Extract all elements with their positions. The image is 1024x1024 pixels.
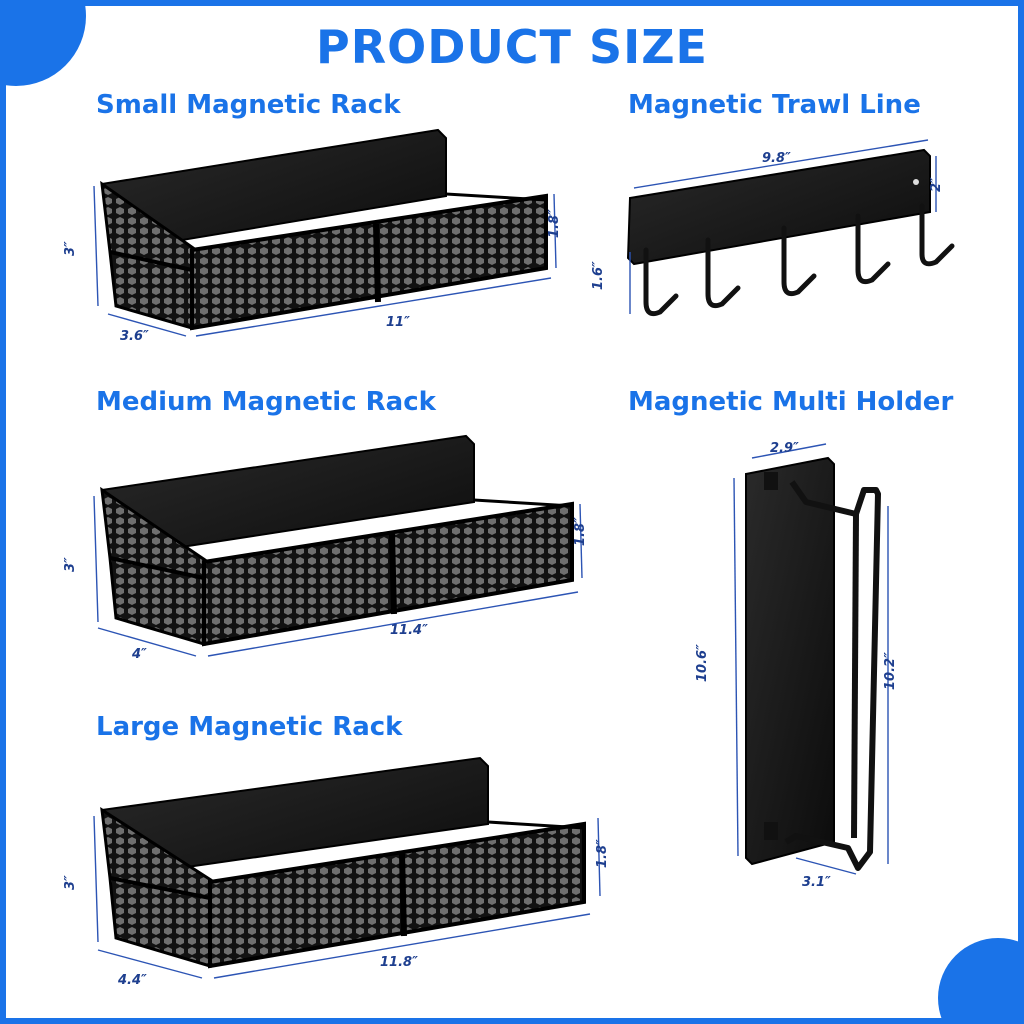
page-title: PRODUCT SIZE [316,20,708,74]
trawl-line-height-dimension: 2″ [929,177,944,192]
small-rack-label: Small Magnetic Rack [96,90,401,120]
small-rack-dimensions: 3″ 3.6″ 11″ 1.8″ [63,185,562,344]
trawl-line-width-dimension: 9.8″ [762,151,791,166]
medium-rack-width-dimension: 11.4″ [390,623,428,638]
trawl-line-image [626,148,955,317]
small-rack-depth-dimension: 3.6″ [120,329,149,344]
multi-holder-label: Magnetic Multi Holder [628,387,954,417]
large-rack-rail-dimension: 1.8″ [595,839,610,868]
medium-rack-depth-dimension: 4″ [131,647,147,662]
medium-rack-rail-dimension: 1.8″ [573,517,588,546]
multi-holder-height-dimension: 10.6″ [695,644,710,682]
medium-rack-height-dimension: 3″ [63,557,78,572]
trawl-line-dimensions: 9.8″ 2″ 1.6″ [591,139,944,314]
multi-holder-image [745,456,881,871]
small-rack-width-dimension: 11″ [386,315,410,330]
multi-holder-bottom-width-dimension: 3.1″ [802,875,831,890]
trawl-line-label: Magnetic Trawl Line [628,90,921,120]
medium-rack-image [100,434,574,647]
small-rack-image [100,128,548,331]
multi-holder-bar-dimension: 10.2″ [883,652,898,690]
product-illustrations: 3″ 3.6″ 11″ 1.8″ 3″ 4″ 11.4″ 1.8″ [63,128,955,988]
large-rack-image [100,756,586,969]
large-rack-depth-dimension: 4.4″ [117,973,147,988]
multi-holder-dimensions: 2.9″ 10.6″ 10.2″ 3.1″ [695,441,898,890]
large-rack-dimensions: 3″ 4.4″ 11.8″ 1.8″ [63,815,610,988]
trawl-line-hook-dimension: 1.6″ [591,261,606,290]
small-rack-height-dimension: 3″ [63,241,78,256]
medium-rack-label: Medium Magnetic Rack [96,387,436,417]
medium-rack-dimensions: 3″ 4″ 11.4″ 1.8″ [63,495,588,662]
small-rack-rail-dimension: 1.8″ [547,209,562,238]
large-rack-label: Large Magnetic Rack [96,712,403,742]
large-rack-height-dimension: 3″ [63,875,78,890]
large-rack-width-dimension: 11.8″ [380,955,418,970]
multi-holder-top-width-dimension: 2.9″ [770,441,799,456]
